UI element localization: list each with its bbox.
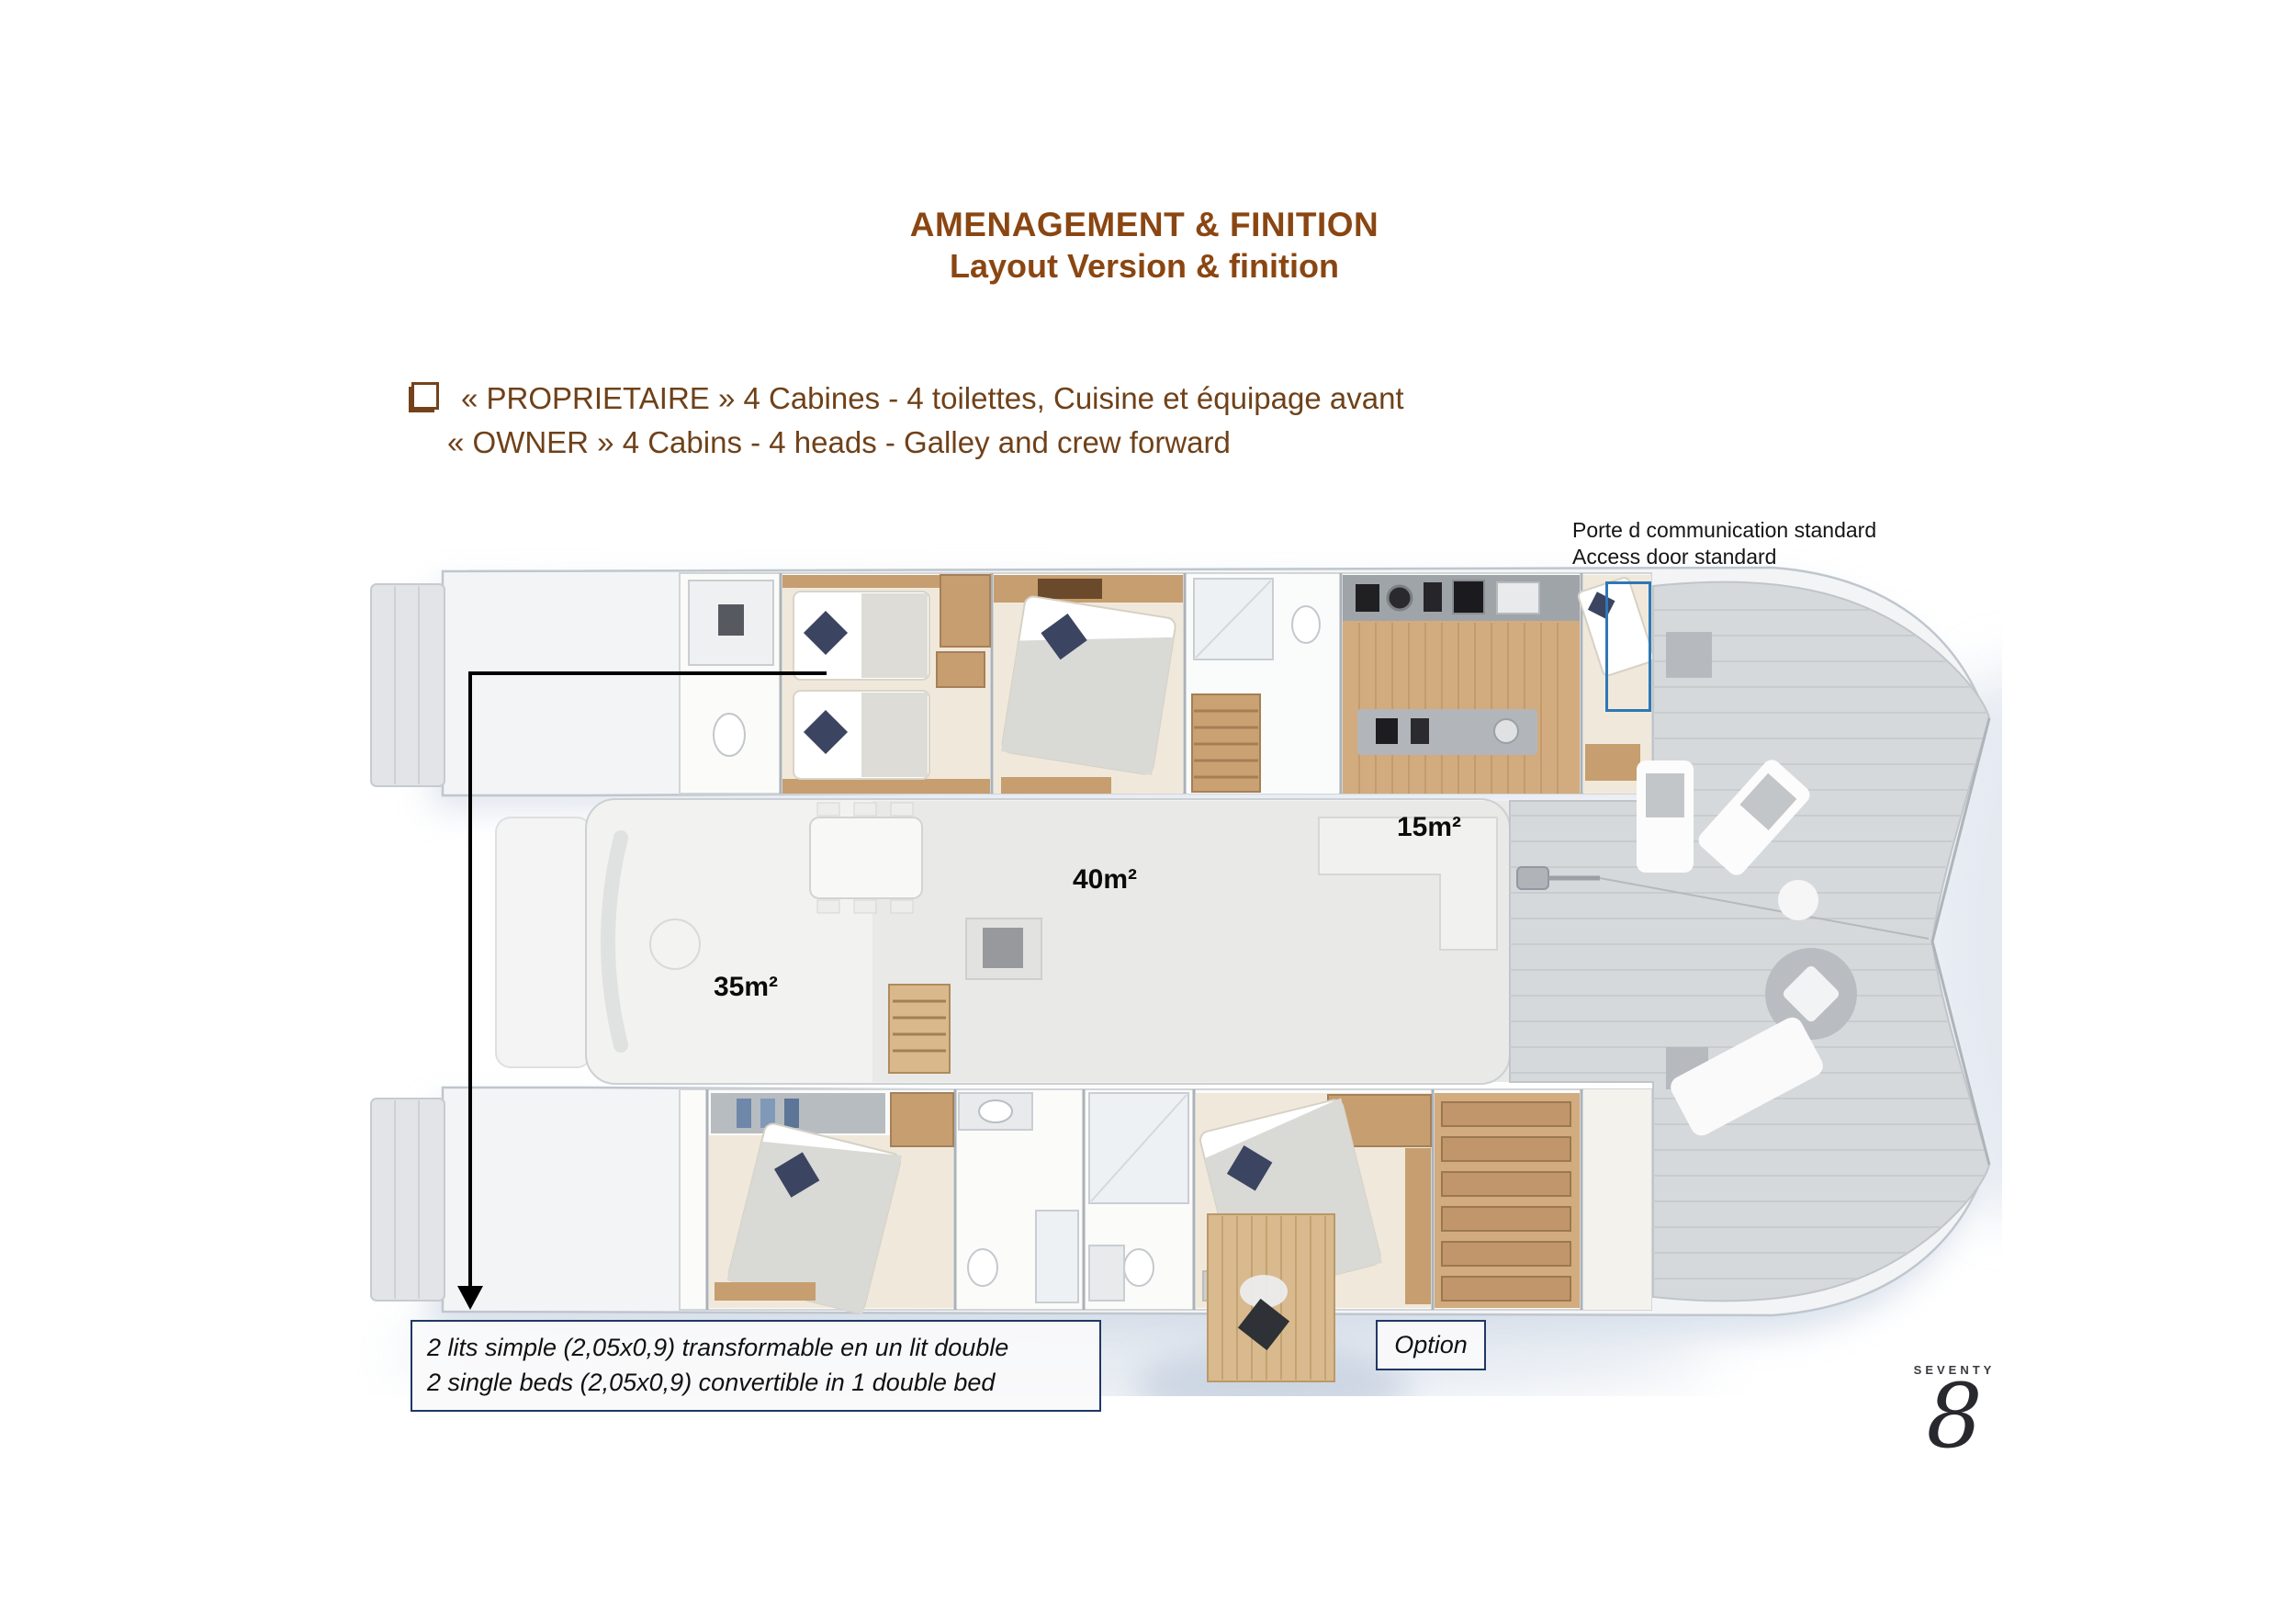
- access-door-note-fr: Porte d communication standard: [1572, 518, 1877, 542]
- page-title: AMENAGEMENT & FINITION Layout Version & …: [777, 204, 1512, 287]
- area-label-forward-cockpit: 15m²: [1397, 812, 1462, 842]
- annotation-arrow-head-icon: [457, 1286, 483, 1310]
- port-stern-platform: [370, 583, 445, 787]
- guest-cabin-aft: [709, 1092, 954, 1314]
- floor-plan: [358, 514, 2002, 1396]
- forepeak-starboard: [1583, 1089, 1651, 1310]
- pouf: [1778, 880, 1818, 920]
- sun-lounger: [1637, 761, 1694, 873]
- aft-platform: [495, 817, 592, 1068]
- checkbox-icon: [411, 382, 439, 410]
- option-balcony-platform: [1207, 1213, 1335, 1382]
- sun-pad: [1671, 1017, 1823, 1136]
- beds-note-box: 2 lits simple (2,05x0,9) transformable e…: [411, 1320, 1101, 1412]
- layout-option-bullet: « PROPRIETAIRE » 4 Cabines - 4 toilettes…: [411, 377, 1404, 465]
- shower-room: [1088, 1092, 1189, 1302]
- double-cabin-port: [994, 575, 1183, 794]
- page-title-english: Layout Version & finition: [949, 247, 1340, 285]
- galley: [1343, 575, 1580, 794]
- layout-option-french: « PROPRIETAIRE » 4 Cabines - 4 toilettes…: [461, 381, 1404, 415]
- head-and-stairs-port: [1187, 575, 1339, 794]
- page-title-french: AMENAGEMENT & FINITION: [909, 206, 1379, 243]
- logo-model-number: 8: [1926, 1365, 1983, 1468]
- head-starboard-mid: [958, 1092, 1079, 1303]
- round-daybed: [1765, 948, 1857, 1040]
- saloon-and-cockpit: [585, 798, 1511, 1085]
- option-label: Option: [1394, 1331, 1468, 1358]
- sun-lounger: [1698, 760, 1810, 875]
- port-hull: [370, 566, 1987, 797]
- beds-note-en: 2 single beds (2,05x0,9) convertible in …: [427, 1369, 996, 1396]
- area-label-aft-cockpit: 35m²: [714, 972, 779, 1002]
- area-label-saloon: 40m²: [1073, 864, 1138, 895]
- logo-brand-text: SEVENTY: [1913, 1363, 1996, 1377]
- access-door-note: Porte d communication standard Access do…: [1572, 517, 1876, 570]
- twin-cabin: [782, 574, 991, 794]
- annotation-arrow-line-vertical: [468, 671, 472, 1288]
- deck-hatch: [1666, 632, 1712, 678]
- option-box: Option: [1376, 1320, 1486, 1370]
- layout-option-english: « OWNER » 4 Cabins - 4 heads - Galley an…: [447, 425, 1231, 459]
- floor-plan-graphic: [370, 566, 2002, 1396]
- starboard-stern-platform: [370, 1098, 445, 1302]
- access-door-highlight: [1605, 581, 1651, 712]
- beds-note-fr: 2 lits simple (2,05x0,9) transformable e…: [427, 1334, 1009, 1361]
- head-forward-port-aft: [688, 580, 774, 757]
- starboard-hull: [370, 1086, 1987, 1317]
- brand-logo: SEVENTY 8: [1881, 1363, 2028, 1468]
- storage-room: [1435, 1093, 1580, 1308]
- crew-cabin: [1577, 575, 1655, 794]
- windlass: [1516, 866, 1549, 890]
- annotation-arrow-line-horizontal: [470, 671, 827, 675]
- access-door-note-en: Access door standard: [1572, 545, 1777, 569]
